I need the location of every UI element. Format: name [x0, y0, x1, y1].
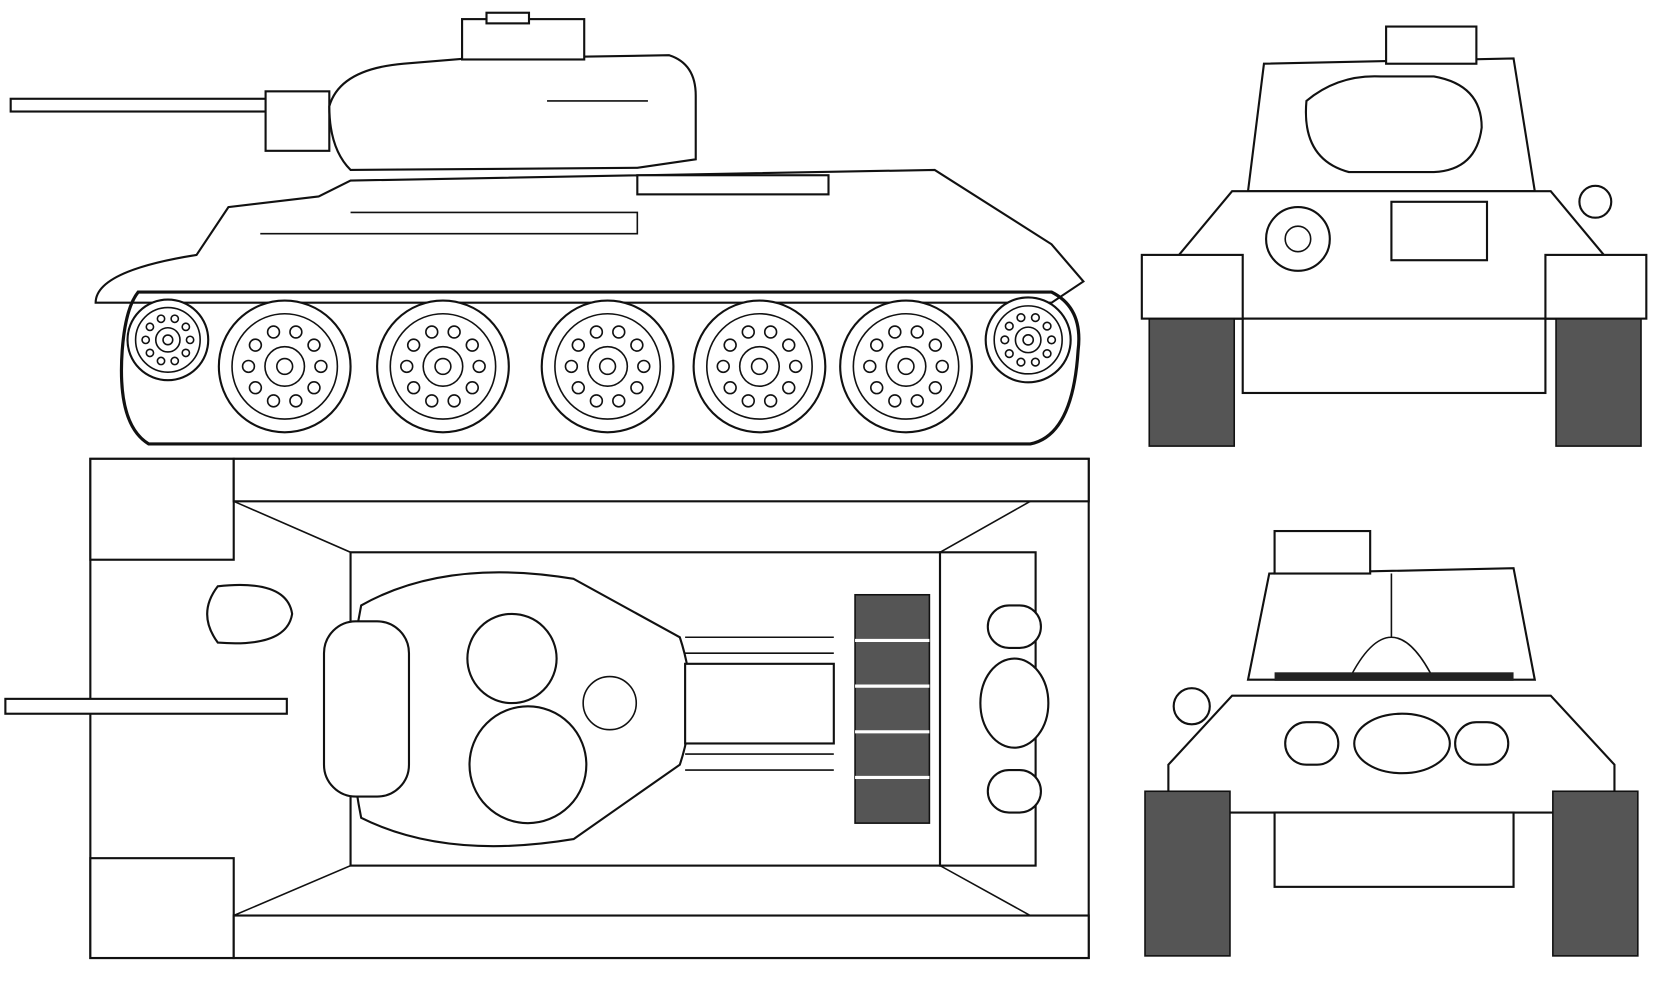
front-left-fender — [89, 457, 235, 561]
gun-barrel-top — [4, 697, 288, 715]
hull — [94, 168, 1085, 304]
exhausts — [979, 604, 1050, 814]
left-track-front — [1144, 790, 1231, 957]
commander-hatch — [468, 705, 588, 825]
drive-sprocket — [984, 296, 1072, 384]
turret-ring — [1274, 672, 1514, 681]
turret — [328, 54, 697, 172]
driver-hatch-front — [1353, 712, 1451, 775]
side-view — [9, 11, 1085, 446]
gun-barrel — [9, 97, 283, 113]
turret-rear-hatch — [1304, 75, 1483, 174]
gun-mantlet — [264, 90, 331, 152]
road-wheels — [126, 296, 1072, 434]
loader-hatch — [466, 612, 558, 705]
rear-lower-plate — [1241, 317, 1547, 395]
mg-ball-right — [1454, 721, 1510, 766]
front-cupola — [1273, 529, 1372, 575]
tail-light — [1578, 184, 1613, 219]
engine-hatch — [684, 662, 835, 745]
road-wheel — [692, 299, 827, 434]
gun-mount-lines — [1348, 573, 1435, 681]
front-right-fender — [89, 857, 235, 960]
left-track-cover — [232, 457, 1090, 503]
front-lower-plate — [1273, 811, 1515, 888]
vent — [582, 675, 638, 731]
right-fender-rear — [1544, 253, 1648, 320]
exhaust-cover — [1265, 206, 1331, 272]
commander-cupola — [461, 18, 586, 61]
front-view — [1144, 529, 1639, 957]
road-wheel — [540, 299, 675, 434]
headlight — [1172, 687, 1211, 726]
mg-ball-left — [1284, 721, 1340, 766]
right-track-cover — [232, 914, 1090, 960]
periscope — [485, 11, 531, 25]
fender-detail — [260, 211, 639, 235]
right-track-front — [1552, 790, 1639, 957]
gun-mantlet-top — [322, 620, 411, 798]
louvres — [685, 636, 834, 771]
rear-cupola — [1385, 25, 1478, 65]
road-wheel — [839, 299, 973, 434]
left-track-rear — [1148, 317, 1236, 447]
idler-wheel — [126, 298, 210, 382]
radiator-grille — [854, 593, 931, 824]
engine-deck-grille — [636, 174, 830, 196]
driver-hatch — [206, 583, 294, 645]
transmission-hatch — [1390, 200, 1489, 262]
road-wheel — [217, 299, 352, 434]
top-view — [4, 457, 1090, 960]
right-track-rear — [1555, 317, 1642, 447]
road-wheel — [376, 299, 510, 434]
track — [119, 290, 1081, 446]
left-fender-rear — [1140, 253, 1244, 320]
rear-view — [1140, 25, 1648, 447]
